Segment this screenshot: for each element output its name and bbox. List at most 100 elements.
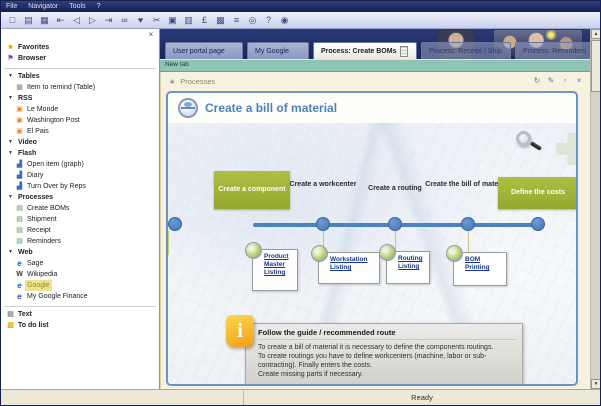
sidebar-entry[interactable]: ▤ Text <box>1 309 159 320</box>
next-record-icon[interactable]: ▷ <box>89 14 96 25</box>
previous-record-icon[interactable]: ◁ <box>73 14 80 25</box>
sidebar-entry[interactable]: ▤ Reminders <box>1 236 159 247</box>
sidebar-entry[interactable]: ▼ Video <box>1 137 159 148</box>
sidebar-entry[interactable]: ▤ Shipment <box>1 214 159 225</box>
scroll-up-icon[interactable]: ▲ <box>591 29 600 39</box>
sidebar-entry[interactable]: ▤ Receipt <box>1 225 159 236</box>
tab[interactable]: Process: Receipt / Ship <box>421 42 511 59</box>
sidebar-entry[interactable]: ▼ Tables <box>1 71 159 82</box>
sidebar-entry[interactable]: ▼ Processes <box>1 192 159 203</box>
workspace: ∗ Processes ↻ ✎ ▫ × Create a bill of mat… <box>160 72 590 389</box>
sidebar-entry[interactable]: e Sage <box>1 258 159 269</box>
menu-item[interactable]: ? <box>96 3 101 10</box>
tab[interactable]: User portal page <box>165 42 243 59</box>
save-icon[interactable]: ▦ <box>40 14 49 25</box>
page-title: Create a bill of material <box>205 101 338 115</box>
sidebar-entry[interactable]: ▣ Le Monde <box>1 104 159 115</box>
link-icon[interactable]: ∞ <box>121 15 128 25</box>
paste-icon[interactable]: ▥ <box>184 14 193 25</box>
process-step[interactable]: Define the costs <box>498 177 576 209</box>
edit-icon[interactable]: ✎ <box>547 76 555 85</box>
sidebar-entry[interactable]: ▼ Flash <box>1 148 159 159</box>
maximize-icon[interactable]: ▫ <box>563 76 567 85</box>
sidebar-entry-label: Sage <box>27 260 44 267</box>
info-icon[interactable]: ◎ <box>248 14 257 25</box>
sidebar-entry[interactable]: ▧ To do list <box>1 320 159 331</box>
puzzle-decoration-icon <box>556 133 576 165</box>
cut-icon[interactable]: ✂ <box>152 14 161 25</box>
listing-link-box[interactable]: BOM Printing <box>446 245 507 286</box>
menu-item[interactable]: Tools <box>69 3 86 10</box>
vertical-scrollbar[interactable]: ▲ ▼ <box>590 29 600 389</box>
frame-title: Create a bill of material <box>168 93 576 118</box>
sql-icon[interactable]: ≡ <box>233 15 240 25</box>
sidebar-entry[interactable]: ▟ Turn Over by Reps <box>1 181 159 192</box>
sidebar-entry[interactable]: ⚑ Browser <box>1 53 159 64</box>
menu-bar: File Navigator Tools? <box>1 1 600 12</box>
info-icon: i <box>226 315 254 347</box>
sidebar-entry[interactable]: ▣ El Pais <box>1 126 159 137</box>
panel-controls: ↻ ✎ ▫ × <box>532 76 584 86</box>
process-step[interactable]: Create a workcenter <box>289 181 357 188</box>
browser-e-icon: e <box>17 259 22 268</box>
sidebar-entry-label: Turn Over by Reps <box>27 183 86 190</box>
tab[interactable]: My Google <box>247 42 309 59</box>
sidebar-entry[interactable]: ▼ RSS <box>1 93 159 104</box>
listing-link-box[interactable]: Product Master Listing <box>245 242 298 291</box>
currency-icon[interactable]: £ <box>201 15 207 25</box>
tab[interactable]: Process: Create BOMs <box>313 42 417 59</box>
status-cell-left <box>1 390 244 405</box>
process-step[interactable]: Create a component <box>214 171 290 209</box>
tab[interactable]: Process: Reminders <box>515 42 590 59</box>
grid-icon[interactable]: ▩ <box>216 14 225 25</box>
help-icon[interactable]: ? <box>265 15 271 25</box>
scrollbar-thumb[interactable] <box>591 40 600 92</box>
sidebar-entry[interactable]: W Wikipedia <box>1 269 159 280</box>
sidebar-entry[interactable]: ▦ Item to remind (Table) <box>1 82 159 93</box>
print-icon[interactable]: ▤ <box>24 14 33 25</box>
sidebar-entry-label: Text <box>18 311 32 318</box>
sidebar-entry[interactable] <box>4 65 156 69</box>
browser-e-icon: e <box>17 281 22 290</box>
listing-link-label: Product Master Listing <box>264 253 289 277</box>
new-tab-bar[interactable]: New tab <box>160 59 590 72</box>
tab-options-button[interactable] <box>400 45 409 57</box>
sidebar-entry[interactable]: ▤ Create BOMs <box>1 203 159 214</box>
sidebar-entry[interactable]: e My Google Finance <box>1 291 159 302</box>
sidebar-entry[interactable]: ▟ Diary <box>1 170 159 181</box>
menu-item[interactable]: File <box>6 3 18 10</box>
web-icon[interactable]: ◉ <box>280 14 289 25</box>
close-icon[interactable]: × <box>576 76 582 85</box>
new-icon[interactable]: □ <box>9 15 16 25</box>
menu-item[interactable]: Navigator <box>28 3 59 10</box>
toolbar: □ ▤ ▦ ⇤ ◁ ▷ ⇥ ∞ ♥ ✂ ▣ ▥ £ ▩ ≡ ◎? ◉ <box>1 12 600 29</box>
browser-pin-icon: ⚑ <box>7 55 14 62</box>
process-step[interactable]: Create a routing <box>368 185 422 192</box>
refresh-icon[interactable]: ↻ <box>533 76 541 85</box>
sidebar-entry[interactable]: ▣ Washington Post <box>1 115 159 126</box>
listing-link-box[interactable]: Workstation Listing <box>311 245 380 284</box>
favorites-icon[interactable]: ♥ <box>137 15 144 25</box>
last-record-icon[interactable]: ⇥ <box>104 14 113 25</box>
sidebar-entry[interactable]: ▼ Web <box>1 247 159 258</box>
process-icon: ▤ <box>16 205 23 212</box>
sidebar-entry[interactable]: ★ Favorites <box>1 42 159 53</box>
copy-icon[interactable]: ▣ <box>168 14 177 25</box>
sidebar-entry[interactable]: ▟ Open item (graph) <box>1 159 159 170</box>
scroll-down-icon[interactable]: ▼ <box>591 379 600 389</box>
sidebar-entry-label: Reminders <box>27 238 61 245</box>
sidebar-entry-label: Open item (graph) <box>27 161 84 168</box>
sidebar-entry[interactable] <box>4 303 156 307</box>
sidebar-entry[interactable]: e Google <box>1 280 159 291</box>
sidebar-entry-label: Favorites <box>18 44 50 51</box>
listing-link-box[interactable]: Routing Listing <box>379 244 430 284</box>
map-background: Create a component Create a workcenter C… <box>168 123 576 384</box>
chart-icon: ▟ <box>16 183 23 190</box>
first-record-icon[interactable]: ⇤ <box>56 14 65 25</box>
guide-title: Follow the guide / recommended route <box>258 328 516 340</box>
sidebar-close-icon[interactable]: × <box>148 30 154 39</box>
rss-icon: ▣ <box>16 128 23 135</box>
process-step[interactable]: Create the bill of material <box>425 181 509 188</box>
timeline-connector <box>168 231 169 255</box>
